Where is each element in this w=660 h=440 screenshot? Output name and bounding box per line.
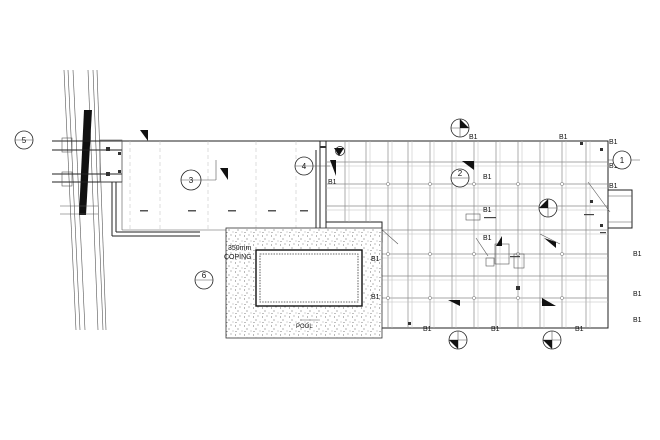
pool-label: POOL: [296, 324, 313, 330]
beam-label: B1: [371, 294, 380, 301]
beam-label: B1: [559, 134, 568, 141]
section-marker-3: 3: [180, 160, 228, 191]
beam-label: B1: [633, 291, 642, 298]
beam-label: B1: [371, 256, 380, 263]
deck-structure: [52, 137, 330, 237]
pool-basin: [255, 249, 363, 307]
coping-label-line2: COPING: [224, 254, 252, 261]
beam-label: B1: [469, 134, 478, 141]
beam-label: B1: [483, 174, 492, 181]
section-marker-number: 2: [458, 169, 463, 178]
section-marker-number: 1: [620, 156, 625, 165]
section-marker-number: 4: [302, 162, 307, 171]
beam-label: B1: [633, 251, 642, 258]
small-tags: [106, 142, 603, 325]
beam-label: B1: [483, 235, 492, 242]
direction-arrows: [140, 130, 556, 306]
beam-label: B1: [328, 179, 337, 186]
beam-label: B1: [491, 326, 500, 333]
section-marker-unlabeled: [538, 198, 558, 218]
tree-trunk: [63, 69, 107, 331]
beam-label: B1: [483, 207, 492, 214]
beam-label: B1: [609, 183, 618, 190]
beam-label: B1: [609, 139, 618, 146]
section-marker-unlabeled: [450, 118, 470, 138]
beam-label: B1: [609, 163, 618, 170]
section-marker-1: 1: [608, 150, 640, 170]
section-marker-4: 4: [294, 146, 345, 176]
deck-joists: [129, 141, 308, 230]
beam-labels: B1 B1 B1 B1 B1 B1 B1 B1 B1 B1 B1 B1 B1 B…: [328, 134, 642, 333]
coping-label-line1: 350mm: [228, 245, 252, 252]
beam-label: B1: [423, 326, 432, 333]
beam-label: B1: [633, 317, 642, 324]
section-marker-number: 6: [202, 271, 207, 280]
section-marker-unlabeled: [448, 330, 468, 350]
beam-label: B1: [575, 326, 584, 333]
section-marker-2: 2: [450, 161, 474, 188]
section-marker-unlabeled: [542, 330, 562, 350]
section-marker-number: 3: [189, 176, 194, 185]
section-marker-6: 6: [194, 270, 214, 290]
pool-area: 350mm COPING POOL: [224, 227, 383, 339]
section-marker-number: 5: [22, 136, 27, 145]
section-marker-5: 5: [14, 130, 34, 150]
